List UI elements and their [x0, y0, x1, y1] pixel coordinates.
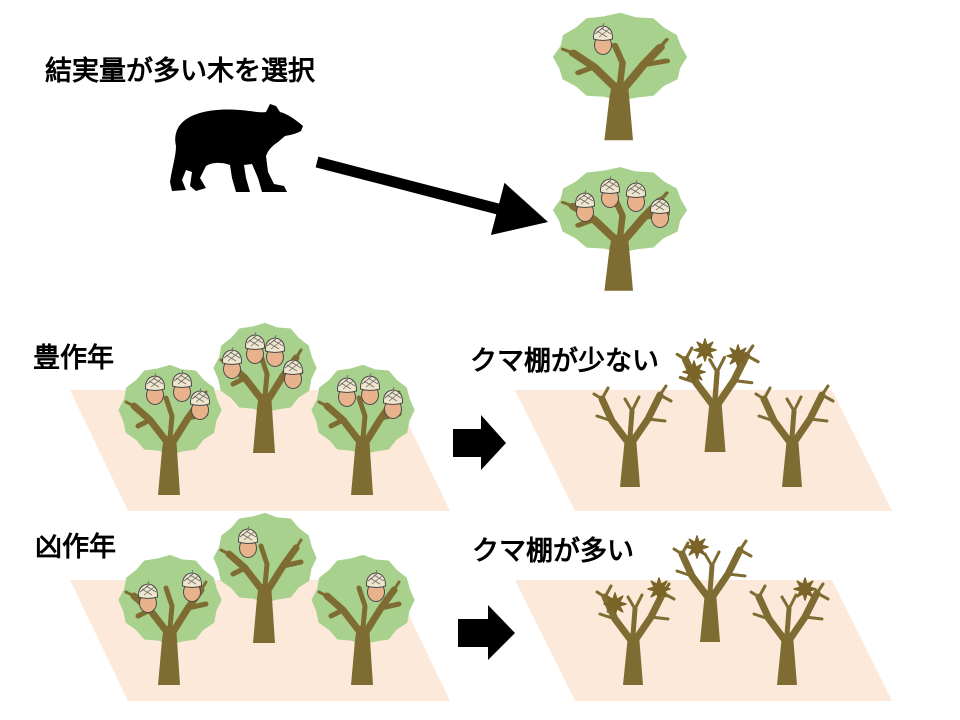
diagram-title: 結実量が多い木を選択	[45, 55, 316, 87]
bumper-year-label: 豊作年	[33, 342, 114, 374]
ground-plane	[515, 390, 892, 511]
bumper-year-result: クマ棚が少ない	[470, 345, 659, 377]
fruiting-tree-icon	[555, 14, 685, 140]
fruiting-tree-icon	[555, 169, 685, 291]
bear-shelf-icon	[603, 592, 627, 616]
block-arrow-shaft	[458, 619, 490, 647]
block-arrow-icon	[453, 415, 506, 470]
bear-icon	[170, 104, 303, 192]
bear-shelf-icon	[647, 577, 671, 601]
arrow-shaft	[315, 156, 500, 215]
block-arrow-icon	[458, 605, 515, 660]
poor-year-panel: 凶作年 クマ棚が多い	[35, 514, 892, 701]
bear-shelf-icon	[685, 535, 709, 559]
bumper-year-panel: 豊作年 クマ棚が少ない	[33, 324, 892, 511]
bear-shelf-icon	[793, 577, 817, 601]
selection-scene: 結実量が多い木を選択	[45, 14, 685, 290]
arrow-icon	[315, 156, 548, 235]
block-arrow-head	[488, 605, 515, 660]
bear-shelf-icon	[726, 344, 750, 368]
poor-year-label: 凶作年	[35, 531, 116, 563]
block-arrow-head	[481, 415, 506, 470]
block-arrow-shaft	[453, 429, 483, 457]
bear-shelf-icon	[682, 360, 706, 384]
poor-year-result: クマ棚が多い	[472, 535, 634, 567]
arrow-head	[490, 182, 548, 235]
bear-shelf-icon	[693, 338, 717, 362]
